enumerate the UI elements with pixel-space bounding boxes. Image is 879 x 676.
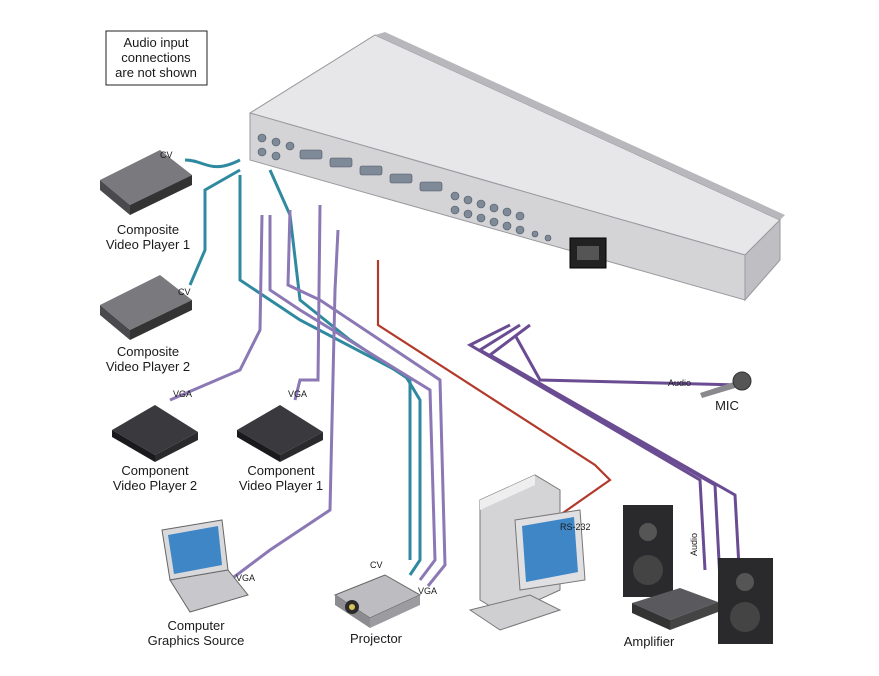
vga-cables	[169, 204, 447, 587]
rs232-cable	[376, 260, 612, 516]
note-line-2: connections	[121, 50, 191, 65]
speakers-amplifier: Amplifier Audio	[623, 505, 773, 649]
cable-label-audio-mic: Audio	[668, 378, 691, 388]
matrix-switcher	[248, 32, 785, 302]
note-line-3: are not shown	[115, 65, 197, 80]
composite-video-player-1: Composite Video Player 1 CV	[100, 150, 192, 252]
desktop-computer: RS-232	[468, 474, 591, 631]
cable-label-cv2: CV	[178, 287, 191, 297]
component-video-player-1: Component Video Player 1 VGA	[237, 389, 323, 493]
cable-label-audio-amp: Audio	[689, 533, 699, 556]
cable-label-vga2: VGA	[288, 389, 307, 399]
cable-label-vga1: VGA	[173, 389, 192, 399]
note-line-1: Audio input	[123, 35, 188, 50]
microphone: MIC Audio	[668, 371, 752, 413]
audio-cables	[466, 323, 742, 586]
cv-cables	[184, 158, 422, 576]
cable-label-cv1: CV	[160, 150, 173, 160]
component-2-label-line2: Video Player 2	[113, 478, 197, 493]
component-video-player-2: Component Video Player 2 VGA	[112, 389, 198, 493]
computer-label-line2: Graphics Source	[148, 633, 245, 648]
cable-label-vga3: VGA	[236, 573, 255, 583]
component-2-label-line1: Component	[121, 463, 189, 478]
composite-2-label-line2: Video Player 2	[106, 359, 190, 374]
cable-label-cv-proj: CV	[370, 560, 383, 570]
projector: Projector CV VGA	[333, 560, 437, 646]
projector-label: Projector	[350, 631, 403, 646]
amplifier-label: Amplifier	[624, 634, 675, 649]
cable-label-vga-proj: VGA	[418, 586, 437, 596]
composite-2-label-line1: Composite	[117, 344, 179, 359]
cable-label-rs232: RS-232	[560, 522, 591, 532]
component-1-label-line1: Component	[247, 463, 315, 478]
mic-label: MIC	[715, 398, 739, 413]
note-box: Audio input connections are not shown	[105, 30, 208, 86]
computer-label-line1: Computer	[167, 618, 225, 633]
component-1-label-line2: Video Player 1	[239, 478, 323, 493]
composite-1-label-line1: Composite	[117, 222, 179, 237]
composite-1-label-line2: Video Player 1	[106, 237, 190, 252]
composite-video-player-2: Composite Video Player 2 CV	[100, 275, 192, 374]
computer-graphics-source: Computer Graphics Source VGA	[148, 519, 255, 648]
